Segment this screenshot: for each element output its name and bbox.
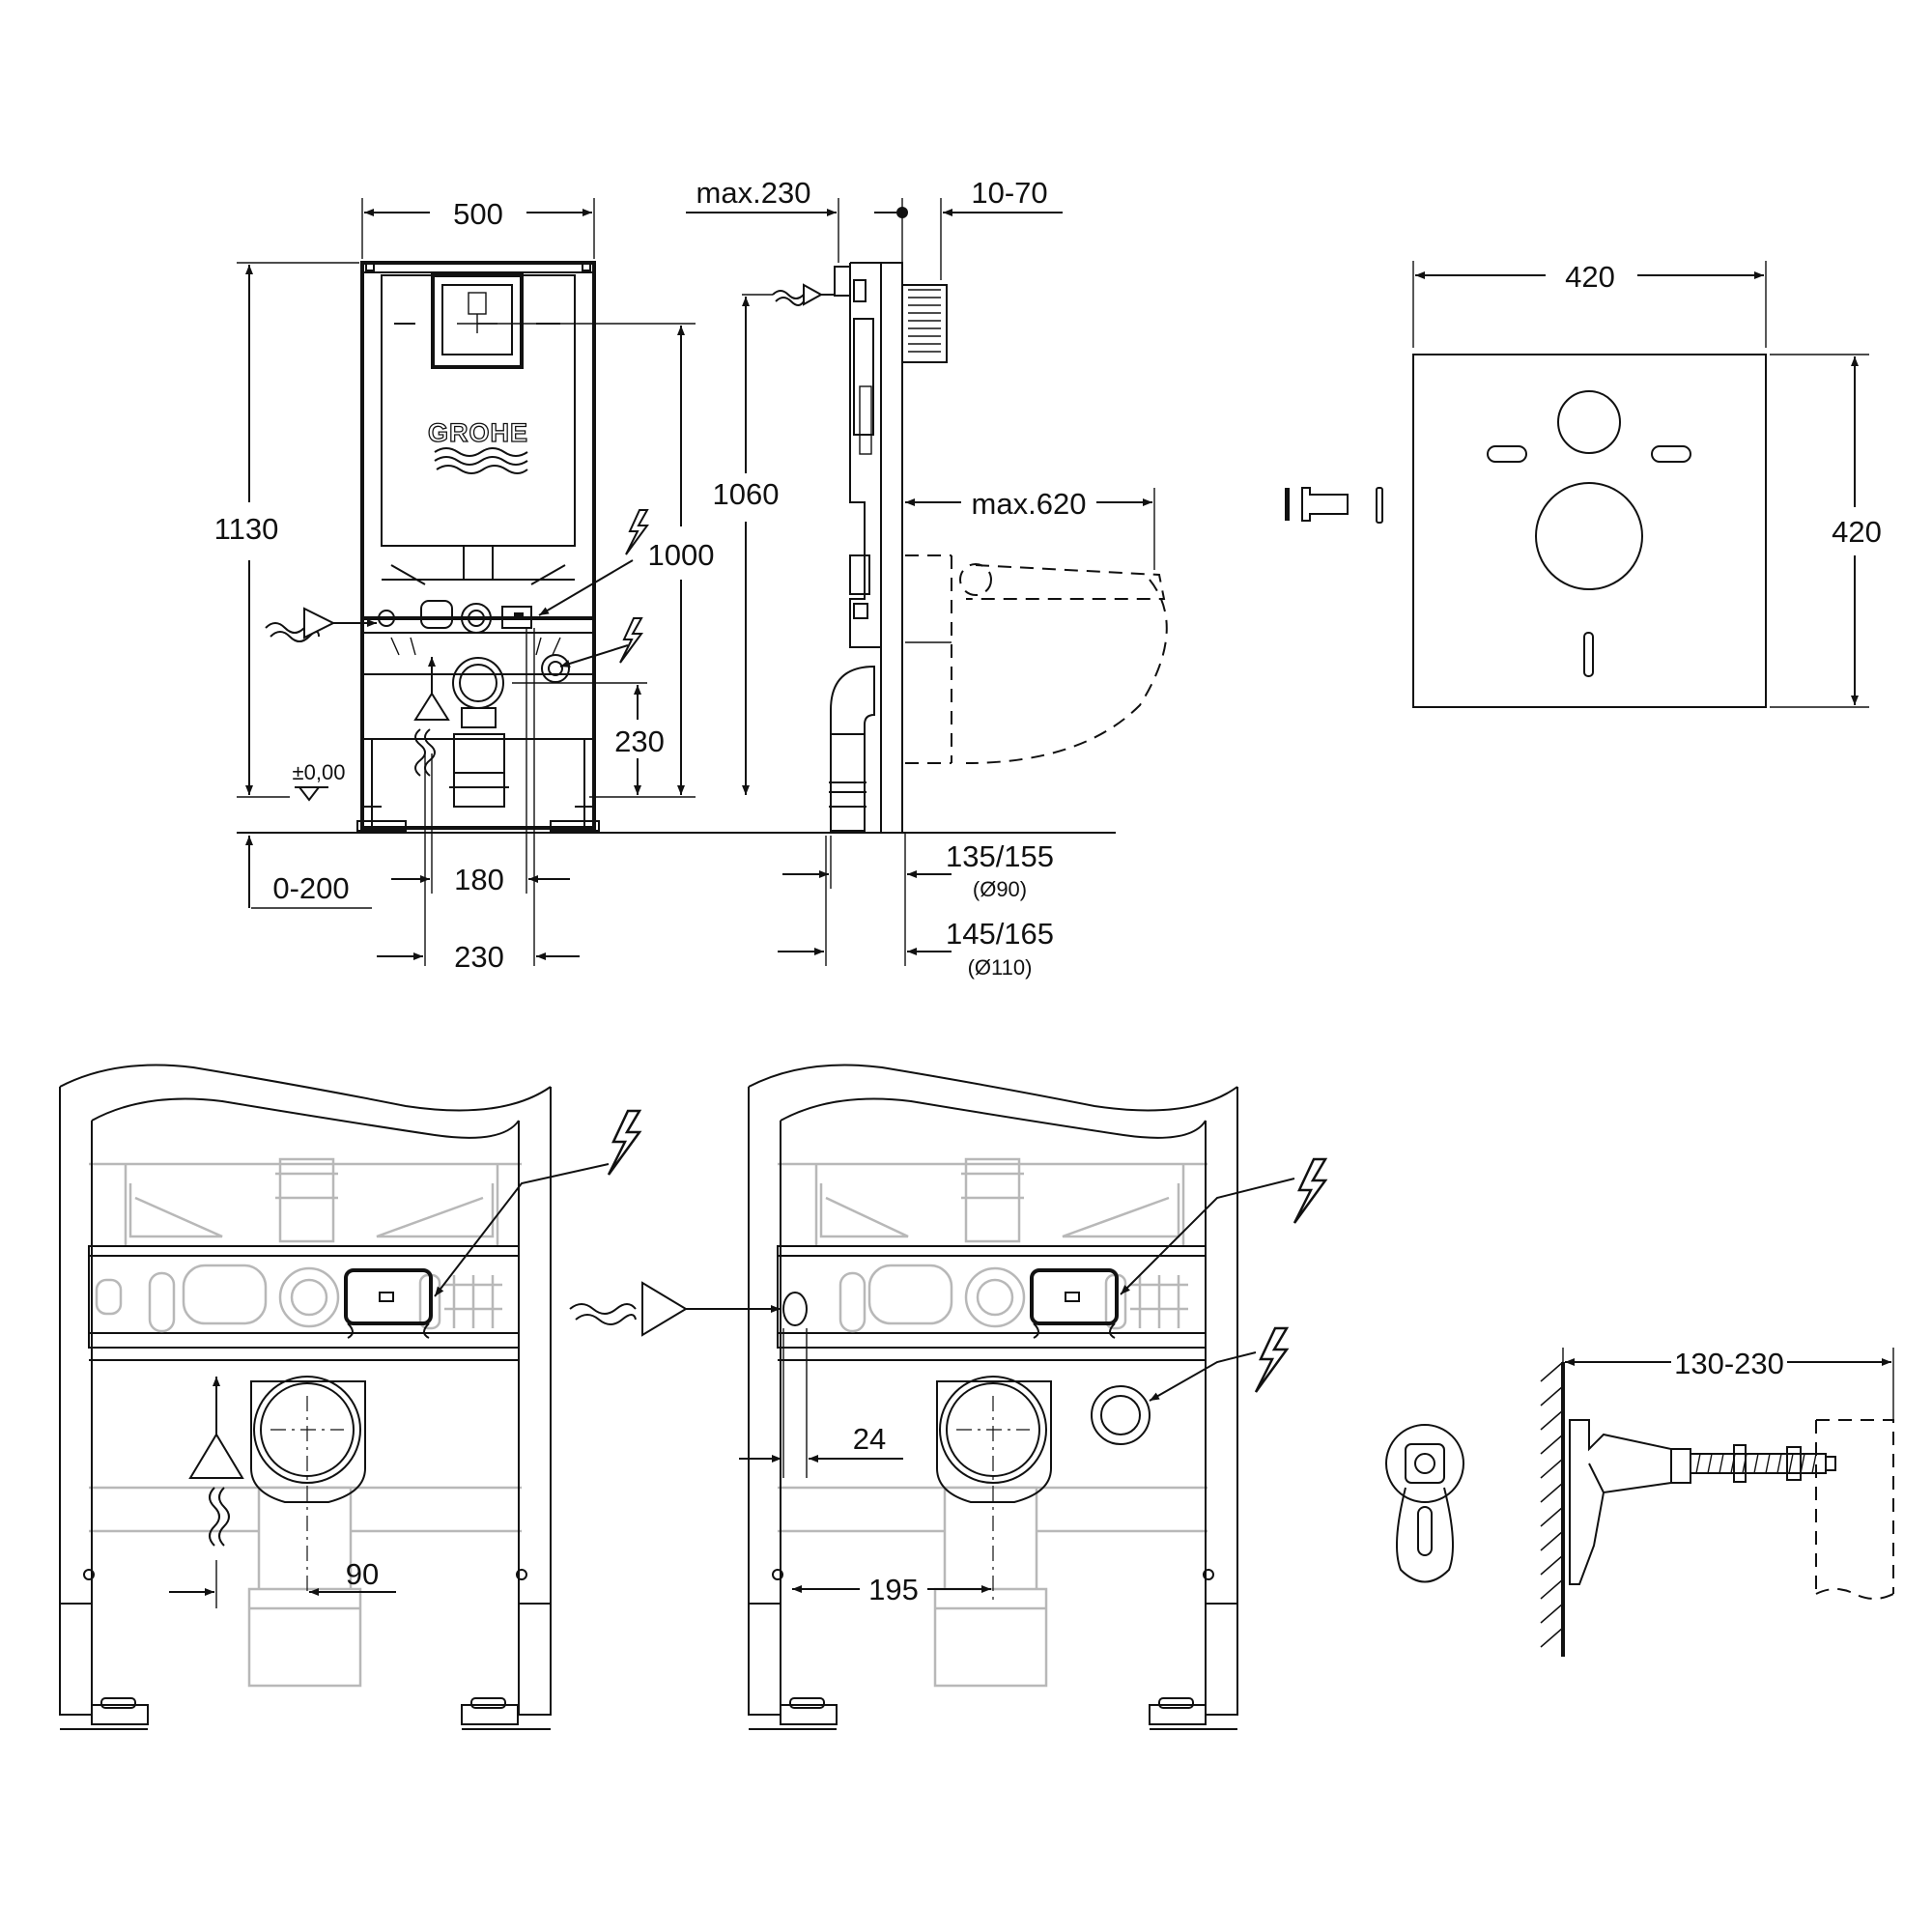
panel-thickness-label: 10-70 <box>971 176 1047 210</box>
side-view: max.230 10-70 1060 max.620 <box>686 176 1168 980</box>
water-inlet <box>782 1292 808 1326</box>
side-drain-pipe <box>830 665 875 832</box>
wall-hung-bowl-outline <box>905 554 1168 764</box>
dim-drain-height: 230 <box>512 682 665 795</box>
dim-drain-offset: 180 <box>391 628 570 896</box>
electrical-supply-icon <box>1149 1326 1289 1402</box>
bracket-side <box>1569 1419 1672 1585</box>
dim-panel-thickness: 10-70 <box>874 176 1063 280</box>
water-supply-icon <box>188 1377 244 1547</box>
left-foot <box>356 820 407 832</box>
pipe-90-label: 135/155 <box>946 839 1054 873</box>
drain-outlet <box>939 1376 1047 1484</box>
dim-detail-right-drain: 195 <box>792 1570 991 1606</box>
electrical-outlet <box>1091 1385 1151 1445</box>
dim-pipe-90: 135/155 (Ø90) <box>782 833 1054 966</box>
left-foot <box>780 1704 838 1725</box>
wall-bracket-detail: 130-230 <box>1385 1347 1894 1657</box>
dim-foot-adjust: 0-200 <box>245 836 372 909</box>
brand-logo: GROHE <box>428 418 528 447</box>
frame-profile <box>880 262 903 834</box>
frame-outline <box>360 261 596 830</box>
actuation-height-label: 1000 <box>648 538 715 572</box>
bracket-front <box>1385 1424 1464 1583</box>
electrical-supply-icon <box>559 617 642 668</box>
detail-right-side-label: 24 <box>853 1422 886 1456</box>
floor-level-icon: ±0,00 <box>293 760 346 802</box>
electrical-supply-icon <box>1120 1157 1327 1295</box>
pipe-90-note: (Ø90) <box>973 877 1027 901</box>
dim-detail-left-drain: 90 <box>169 1557 396 1608</box>
electrical-supply-icon <box>538 509 648 616</box>
drain-offset-label: 180 <box>454 863 504 896</box>
electrical-box-outlet <box>541 654 570 683</box>
logo-waves <box>434 447 528 457</box>
bracket-depth-label: 130-230 <box>1674 1347 1784 1380</box>
mat-outline <box>1412 354 1767 708</box>
detail-frame-left: 90 <box>59 1064 641 1730</box>
mat-width-label: 420 <box>1565 260 1615 294</box>
drain-bracket <box>250 1380 366 1503</box>
total-height-label: 1130 <box>214 512 279 546</box>
detail-left-offset-label: 90 <box>346 1557 379 1591</box>
sound-insulation-mat: 420 420 <box>1285 260 1882 708</box>
water-supply-icon <box>772 283 835 306</box>
electrical-box <box>344 1268 433 1325</box>
dim-bowl-projection: max.620 <box>905 487 1155 570</box>
fixing-screw <box>1301 487 1349 522</box>
water-supply-icon <box>569 1281 781 1337</box>
dim-pipe-110: 145/165 (Ø110) <box>778 836 1054 980</box>
right-foot <box>461 1704 519 1725</box>
pipe-110-label: 145/165 <box>946 917 1054 951</box>
drain-height-label: 230 <box>614 724 665 758</box>
left-foot <box>91 1704 149 1725</box>
electrical-supply-icon <box>434 1109 641 1297</box>
pipe-110-note: (Ø110) <box>968 955 1033 980</box>
dim-wall-distance: max.230 <box>686 176 839 263</box>
dim-mat-height: 420 <box>1770 354 1882 708</box>
wall-distance-label: max.230 <box>696 176 811 210</box>
drain-bracket <box>936 1380 1052 1503</box>
dim-front-height: 1130 <box>214 262 359 795</box>
right-foot <box>1149 1704 1207 1725</box>
water-supply-icon <box>265 607 377 642</box>
detail-frame-right: 24 195 <box>569 1064 1327 1730</box>
electrical-box <box>1030 1268 1119 1325</box>
dim-detail-right-side: 24 <box>739 1328 903 1478</box>
dim-drain-width: 230 <box>377 628 580 974</box>
drain-outlet <box>253 1376 361 1484</box>
dim-bracket-depth: 130-230 <box>1562 1347 1894 1420</box>
drain-width-label: 230 <box>454 940 504 974</box>
dim-inlet-height: 1060 <box>713 294 780 795</box>
inlet-height-label: 1060 <box>713 477 780 511</box>
bowl-projection-label: max.620 <box>972 487 1087 521</box>
front-width-label: 500 <box>453 197 503 231</box>
dim-front-width: 500 <box>361 197 595 259</box>
inspection-opening <box>431 273 524 369</box>
foot-adjust-label: 0-200 <box>272 871 349 905</box>
dim-mat-width: 420 <box>1412 260 1767 348</box>
right-foot <box>550 820 600 832</box>
water-supply-icon <box>413 657 450 777</box>
floor-level-label: ±0,00 <box>293 760 346 784</box>
dim-actuation-height: 1000 <box>589 326 715 798</box>
mat-height-label: 420 <box>1832 515 1882 549</box>
front-view: GROHE <box>214 197 1116 974</box>
detail-right-drain-label: 195 <box>868 1573 919 1606</box>
cistern <box>381 274 576 547</box>
